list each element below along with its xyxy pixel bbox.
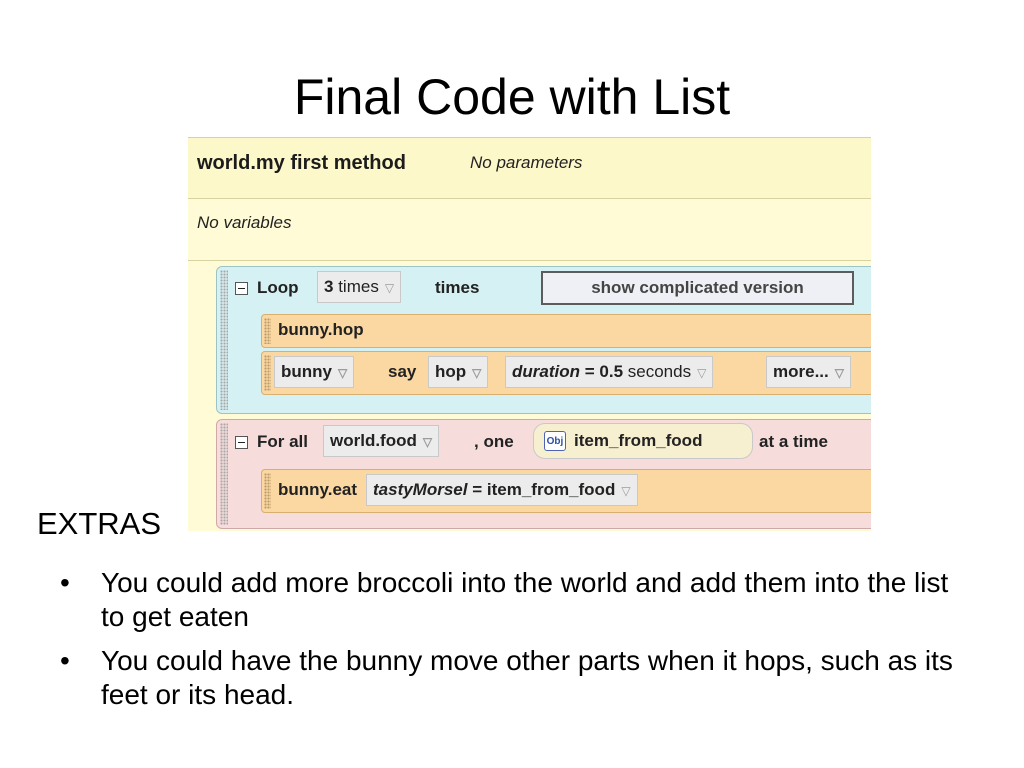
say-target: bunny (281, 362, 332, 381)
drag-grip[interactable] (220, 270, 228, 410)
dropdown-triangle-icon: ▽ (472, 366, 482, 380)
dropdown-triangle-icon: ▽ (697, 366, 707, 380)
for-all-keyword: For all (257, 432, 309, 451)
say-target-dropdown[interactable]: bunny ▽ (274, 356, 355, 388)
loop-block[interactable]: Loop 3 times ▽ times show complicated ver… (216, 266, 871, 414)
bullet-glyph: • (60, 567, 70, 598)
show-complicated-version-button[interactable]: show complicated version (541, 271, 854, 305)
for-all-list: world.food (330, 431, 417, 450)
duration-label: duration (512, 362, 580, 381)
bunny-hop-call: bunny.hop (278, 320, 364, 339)
dropdown-triangle-icon: ▽ (338, 366, 348, 380)
say-text: hop (435, 362, 467, 381)
one-label: , one (474, 432, 514, 451)
method-editor: world.my first method No parameters No v… (188, 137, 871, 531)
loop-times-label: times (435, 278, 480, 297)
dropdown-triangle-icon: ▽ (621, 484, 631, 498)
drag-grip[interactable] (264, 318, 271, 344)
variables-label[interactable]: No variables (197, 213, 292, 232)
bullet-text: You could add more broccoli into the wor… (101, 567, 949, 632)
param-value: = item_from_food (472, 480, 616, 499)
variables-row: No variables (188, 199, 871, 261)
statement-bunny-say[interactable]: bunny▽ say hop▽ duration = 0.5 seconds▽ … (261, 351, 871, 395)
drag-grip[interactable] (220, 423, 228, 525)
slide-title: Final Code with List (293, 69, 731, 125)
say-verb: say (388, 362, 417, 381)
bullet-text: You could have the bunny move other part… (101, 645, 953, 710)
duration-dropdown[interactable]: duration = 0.5 seconds ▽ (505, 356, 714, 388)
parameters-label[interactable]: No parameters (470, 153, 583, 172)
bullet-item: • You could have the bunny move other par… (60, 644, 960, 712)
extras-heading: EXTRAS (37, 506, 162, 541)
drag-grip[interactable] (264, 473, 271, 509)
param-name: tastyMorsel (373, 480, 468, 499)
for-all-block[interactable]: For all world.food ▽ , one Obj item_from_… (216, 419, 871, 529)
drag-grip[interactable] (264, 355, 271, 391)
for-all-list-dropdown[interactable]: world.food ▽ (323, 425, 440, 457)
say-text-dropdown[interactable]: hop ▽ (428, 356, 489, 388)
tasty-morsel-dropdown[interactable]: tastyMorsel = item_from_food ▽ (366, 474, 638, 506)
object-icon: Obj (544, 431, 566, 451)
statement-bunny-eat[interactable]: bunny.eat tastyMorsel = item_from_food ▽ (261, 469, 871, 513)
loop-count-unit: times (338, 277, 379, 296)
duration-value: = 0.5 (584, 362, 624, 381)
at-a-time-label: at a time (759, 432, 828, 451)
method-header: world.my first method No parameters (188, 138, 871, 199)
bullet-item: • You could add more broccoli into the wo… (60, 566, 960, 634)
loop-count-value: 3 (324, 277, 334, 296)
duration-unit: seconds (627, 362, 692, 381)
collapse-icon[interactable] (235, 282, 248, 295)
bullet-glyph: • (60, 645, 70, 676)
bullet-list: • You could add more broccoli into the wo… (60, 566, 960, 722)
more-dropdown[interactable]: more... ▽ (766, 356, 851, 388)
bunny-eat-call: bunny.eat (278, 480, 358, 499)
dropdown-triangle-icon: ▽ (834, 366, 844, 380)
collapse-icon[interactable] (235, 436, 248, 449)
method-name: world.my first method (197, 152, 406, 174)
item-variable-tile[interactable]: Obj item_from_food (533, 423, 753, 459)
dropdown-triangle-icon: ▽ (384, 281, 395, 295)
loop-keyword: Loop (257, 278, 299, 297)
more-label: more... (773, 362, 829, 381)
dropdown-triangle-icon: ▽ (422, 435, 433, 449)
loop-count-dropdown[interactable]: 3 times ▽ (317, 271, 402, 303)
statement-bunny-hop[interactable]: bunny.hop (261, 314, 871, 348)
item-name: item_from_food (574, 431, 703, 450)
